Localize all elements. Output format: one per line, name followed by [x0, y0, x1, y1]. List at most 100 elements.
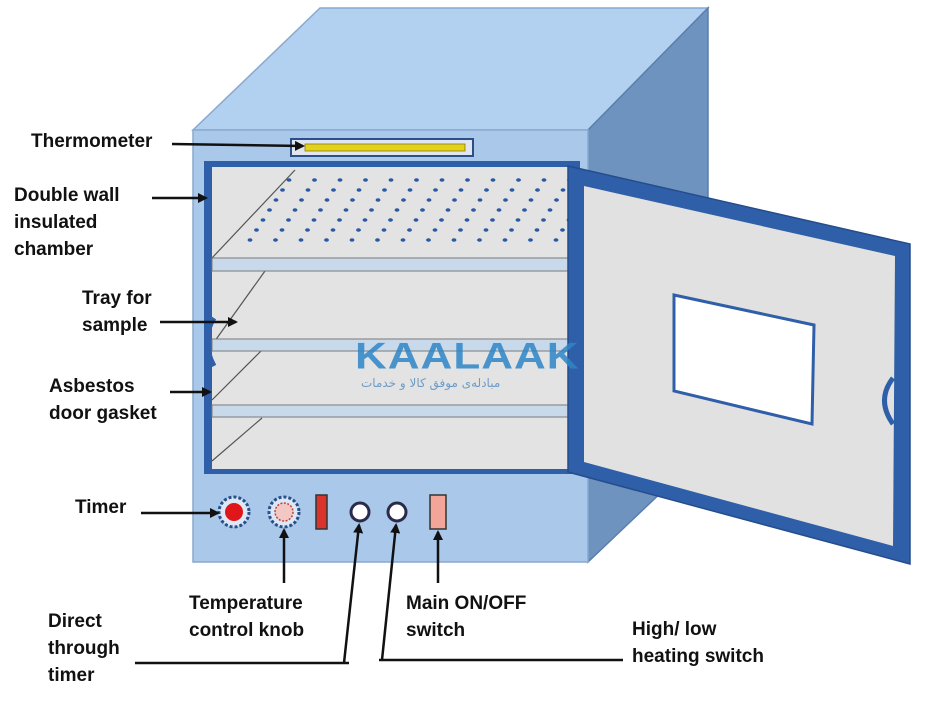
perforation-hole: [369, 208, 374, 212]
perforation-hole: [337, 218, 342, 222]
perforation-hole: [439, 218, 444, 222]
oven-chamber: [204, 161, 580, 474]
chamber-shelves: [211, 257, 576, 418]
perforation-hole: [401, 198, 406, 202]
perforation-hole: [273, 198, 279, 202]
label-thermometer: Thermometer: [31, 131, 153, 152]
perforation-hole: [483, 228, 489, 232]
perforation-hole: [414, 178, 419, 182]
timer-dial-icon: [217, 495, 251, 529]
perforation-hole: [299, 198, 304, 202]
perforation-hole: [388, 218, 393, 222]
perforation-hole: [292, 208, 298, 212]
perforation-hole: [554, 198, 559, 202]
arrow-heating-switch: [380, 523, 401, 661]
perforation-hole: [247, 238, 253, 242]
perforation-hole: [522, 208, 527, 212]
chamber-interior: [212, 167, 575, 469]
perforation-hole: [280, 188, 285, 192]
perforation-hole: [356, 228, 361, 232]
perforation-hole: [547, 208, 553, 212]
perforation-hole: [553, 238, 559, 242]
perforation-hole: [509, 228, 514, 232]
perforation-hole: [445, 208, 451, 212]
perforation-hole: [458, 188, 464, 192]
label-temp-knob: Temperature control knob: [189, 593, 305, 641]
label-double-wall: Double wall insulated chamber: [14, 185, 120, 260]
perforation-hole: [426, 198, 432, 202]
perforation-hole: [337, 178, 343, 182]
perforation-hole: [477, 238, 482, 242]
perforation-hole: [484, 188, 489, 192]
perforation-hole: [331, 188, 336, 192]
main-power-switch: [429, 494, 447, 530]
perforation-hole: [464, 218, 470, 222]
perforation-hole: [362, 218, 368, 222]
leader-arrows: [135, 140, 623, 665]
watermark-tagline: مبادله‌ی موفق کالا و خدمات: [361, 376, 501, 390]
perforation-hole: [515, 218, 521, 222]
label-main-switch: Main ON/OFF switch: [406, 593, 527, 641]
arrow-direct-timer: [342, 523, 364, 664]
shelf: [211, 257, 576, 272]
perforation-hole: [432, 228, 438, 232]
perforation-hole: [400, 238, 406, 242]
perforation-hole: [490, 218, 495, 222]
perforation-hole: [356, 188, 362, 192]
perforation-hole: [534, 228, 540, 232]
perforation-hole: [541, 178, 547, 182]
perforation-hole: [298, 238, 304, 242]
perforation-hole: [286, 218, 291, 222]
perforation-hole: [458, 228, 463, 232]
perforation-hole: [273, 238, 278, 242]
perforation-hole: [439, 178, 445, 182]
perforation-hole: [516, 178, 521, 182]
perforation-hole: [381, 228, 387, 232]
perforation-hole: [477, 198, 483, 202]
perforation-hole: [535, 188, 540, 192]
perforation-hole: [382, 188, 387, 192]
perforation-hole: [433, 188, 438, 192]
watermark-logo: KAALAAK: [355, 335, 580, 378]
high-low-switch: [386, 501, 408, 523]
perforation-hole: [267, 208, 272, 212]
perforation-hole: [465, 178, 470, 182]
perforation-hole: [394, 208, 400, 212]
perforation-hole: [305, 188, 311, 192]
temperature-knob-icon: [267, 495, 301, 529]
perforation-hole: [312, 178, 317, 182]
perforation-hole: [388, 178, 394, 182]
control-panel: [217, 494, 447, 530]
perforation-hole: [260, 218, 266, 222]
label-timer: Timer: [75, 497, 127, 518]
perforation-hole: [528, 238, 533, 242]
perforation-hole: [509, 188, 515, 192]
perforation-hole: [471, 208, 476, 212]
perforation-hole: [413, 218, 419, 222]
perforation-hole: [279, 228, 285, 232]
perforation-hole: [349, 238, 355, 242]
perforation-hole: [305, 228, 310, 232]
perforation-hole: [350, 198, 355, 202]
perforation-hole: [330, 228, 336, 232]
perforation-hole: [407, 228, 412, 232]
perforation-hole: [528, 198, 534, 202]
perforation-hole: [254, 228, 259, 232]
perforation-hole: [318, 208, 323, 212]
label-tray: Tray for sample: [82, 288, 152, 336]
perforation-hole: [541, 218, 546, 222]
perforation-hole: [503, 198, 508, 202]
perforation-hole: [324, 198, 330, 202]
thermometer-fill: [304, 143, 466, 152]
indicator-light: [315, 494, 328, 530]
arrow-thermometer: [171, 140, 305, 151]
shelf: [211, 404, 576, 418]
perforation-hole: [375, 238, 380, 242]
chamber-perspective-lines: [211, 169, 296, 462]
perforation-hole: [420, 208, 425, 212]
perforation-hole: [286, 178, 292, 182]
label-direct-timer: Direct through timer: [48, 611, 120, 686]
door-handle-icon: [882, 376, 896, 426]
perforation-hole: [407, 188, 413, 192]
